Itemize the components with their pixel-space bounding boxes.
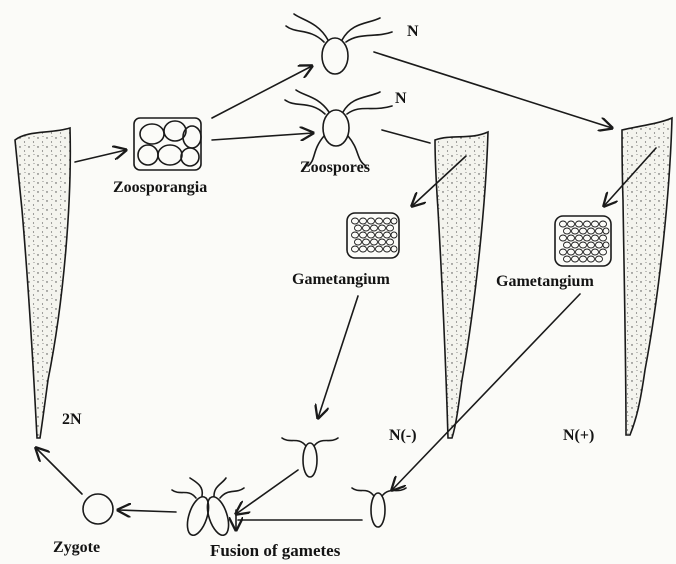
zoospore-top-icon (286, 14, 392, 74)
label-zoosporangia: Zoosporangia (113, 179, 207, 196)
label-n-mid: N (395, 90, 407, 107)
label-n-minus: N(-) (389, 427, 417, 444)
label-n-top: N (407, 23, 419, 40)
label-zoospores: Zoospores (300, 159, 370, 176)
zygote-icon (83, 494, 113, 524)
label-n-plus: N(+) (563, 427, 594, 444)
diploid-thallus (15, 128, 70, 438)
label-zygote: Zygote (53, 539, 100, 556)
gametangium-left-icon (347, 213, 399, 258)
arrow-gamete-plus-to-fusion (236, 510, 362, 530)
label-gametangium-left: Gametangium (292, 271, 390, 288)
gametangium-right-icon (555, 216, 611, 266)
arrow-thallus-to-zoosporangia (75, 150, 126, 162)
arrow-zoospore-bottom-to-minus-thallus (382, 130, 430, 143)
label-2n: 2N (62, 411, 82, 428)
arrow-gamete-minus-to-fusion (236, 470, 298, 514)
arrow-zoospore-top-to-plus-thallus (374, 52, 612, 128)
fusing-gametes-icon (172, 478, 244, 538)
zoosporangia-icon (134, 118, 201, 170)
arrow-gametangium-to-gamete-plus (392, 294, 580, 490)
arrow-gametangium-to-gamete-minus (318, 296, 358, 418)
arrow-zoosporangia-to-zoospore-bottom (212, 133, 313, 140)
gamete-minus-icon (282, 438, 338, 477)
label-fusion-of-gametes: Fusion of gametes (210, 541, 341, 560)
arrows (36, 52, 656, 530)
label-gametangium-right: Gametangium (496, 273, 594, 290)
arrow-zygote-to-diploid-thallus (36, 448, 82, 494)
arrow-zoosporangia-to-zoospore-top (212, 66, 312, 118)
arrow-fusion-to-zygote (118, 510, 176, 512)
zoospore-bottom-icon (285, 90, 392, 166)
haploid-plus-thallus (622, 118, 672, 435)
gamete-plus-icon (352, 488, 406, 527)
